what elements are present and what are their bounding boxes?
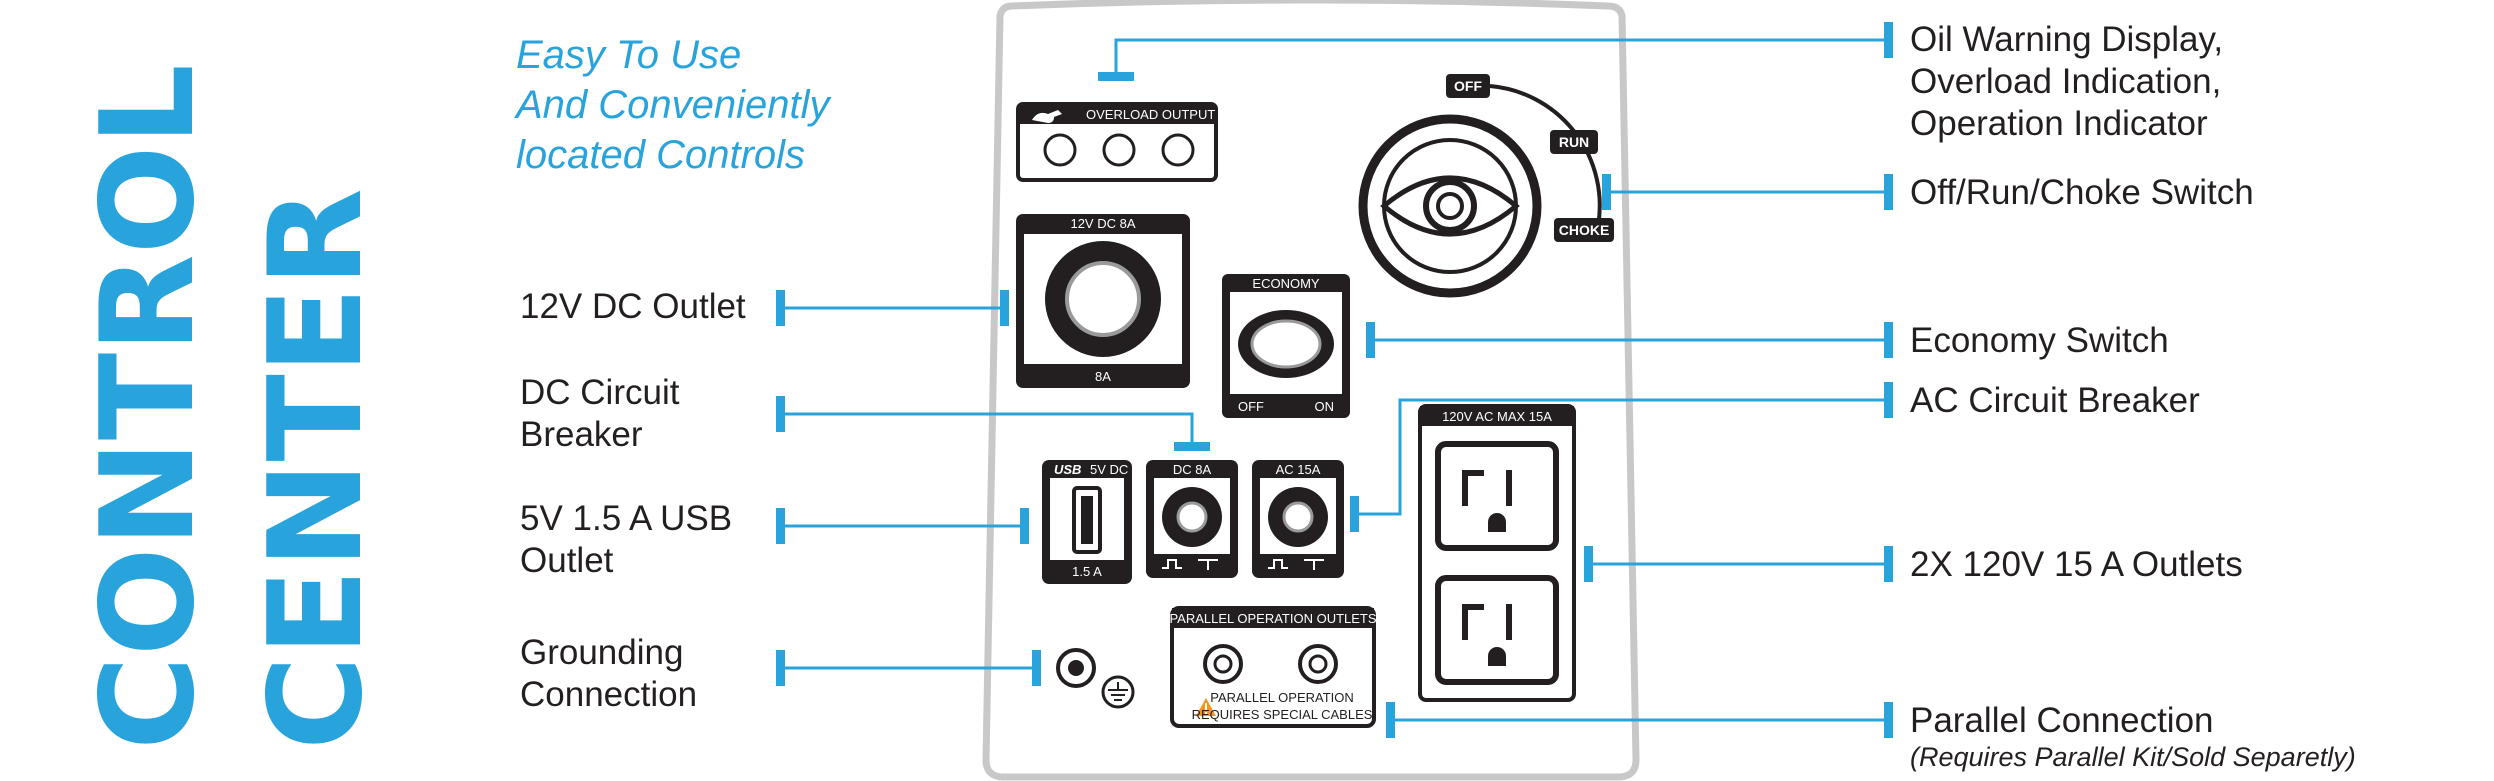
breaker-symbol-icon xyxy=(1162,559,1218,570)
tagline-line-2: And Conveniently xyxy=(514,83,833,127)
callout-grounding-connection: Grounding Connection xyxy=(520,633,1041,714)
economy-label: ECONOMY xyxy=(1252,276,1320,291)
breaker-symbol-icon xyxy=(1268,559,1324,570)
ac-outlet-lower[interactable] xyxy=(1435,575,1559,685)
parallel-warning-line-1: PARALLEL OPERATION xyxy=(1210,690,1354,705)
title-control: CONTROL xyxy=(74,64,223,750)
oil-warning-lamp xyxy=(1043,133,1077,167)
callout-text-line-2: Overload Indication, xyxy=(1910,62,2221,101)
callout-text: Off/Run/Choke Switch xyxy=(1910,173,2254,212)
callout-text: 2X 120V 15 A Outlets xyxy=(1910,545,2243,584)
economy-on-label: ON xyxy=(1315,399,1335,414)
callout-note: (Requires Parallel Kit/Sold Separetly) xyxy=(1910,742,2356,772)
overload-lamp xyxy=(1102,133,1136,167)
off-run-choke-knob[interactable]: OFF RUN CHOKE xyxy=(1358,74,1614,298)
usb-outlet[interactable]: USB 5V DC 1.5 A xyxy=(1042,460,1132,584)
parallel-outlets[interactable]: PARALLEL OPERATION OUTLETS PARALLEL OPER… xyxy=(1169,606,1377,728)
ac-outlets-label: 120V AC MAX 15A xyxy=(1442,409,1552,424)
callout-text-line-1: Grounding xyxy=(520,633,683,672)
warning-icon xyxy=(1196,698,1216,716)
knob-off-label: OFF xyxy=(1454,78,1482,94)
callout-text-line-2: Outlet xyxy=(520,541,614,580)
knob-run-label: RUN xyxy=(1559,134,1589,150)
callout-text-line-3: Operation Indicator xyxy=(1910,104,2208,143)
callout-text: Parallel Connection xyxy=(1910,701,2214,740)
dc-circuit-breaker[interactable]: DC 8A xyxy=(1146,460,1238,578)
dc-breaker-label: DC 8A xyxy=(1173,462,1212,477)
callout-ac-outlets: 2X 120V 15 A Outlets xyxy=(1584,545,2243,584)
usb-logo: USB xyxy=(1054,462,1081,477)
dc-outlet[interactable]: 12V DC 8A 8A xyxy=(1016,214,1190,388)
usb-label: 5V DC xyxy=(1090,462,1128,477)
callout-economy-switch: Economy Switch xyxy=(1366,321,2169,360)
ac-outlets[interactable]: 120V AC MAX 15A xyxy=(1418,404,1576,702)
grounding-terminal[interactable] xyxy=(1056,648,1135,709)
usb-rating: 1.5 A xyxy=(1072,564,1102,579)
ac-outlet-upper[interactable] xyxy=(1435,441,1559,551)
ac-circuit-breaker[interactable]: AC 15A xyxy=(1252,460,1344,578)
callout-usb-outlet: 5V 1.5 A USB Outlet xyxy=(520,499,1029,580)
ground-symbol-icon xyxy=(1101,675,1135,709)
knob-choke-label: CHOKE xyxy=(1559,222,1610,238)
economy-switch[interactable]: ECONOMY OFF ON xyxy=(1222,274,1350,418)
output-lamp xyxy=(1161,133,1195,167)
callout-12v-dc-outlet: 12V DC Outlet xyxy=(520,287,1009,326)
tagline-line-1: Easy To Use xyxy=(516,33,741,77)
callout-text-line-2: Breaker xyxy=(520,415,643,454)
callout-text: Economy Switch xyxy=(1910,321,2169,360)
callout-text: AC Circuit Breaker xyxy=(1910,381,2200,420)
callout-text: 12V DC Outlet xyxy=(520,287,746,326)
callout-text-line-1: DC Circuit xyxy=(520,373,680,412)
callout-text-line-1: Oil Warning Display, xyxy=(1910,20,2223,59)
callout-off-run-choke: Off/Run/Choke Switch xyxy=(1602,173,2254,212)
indicator-label: OVERLOAD OUTPUT xyxy=(1086,107,1215,122)
callout-parallel-connection: Parallel Connection (Requires Parallel K… xyxy=(1386,701,2356,772)
indicator-panel: OVERLOAD OUTPUT xyxy=(1016,102,1218,182)
ac-breaker-label: AC 15A xyxy=(1276,462,1321,477)
tagline: Easy To Use And Conveniently located Con… xyxy=(514,33,833,177)
tagline-line-3: located Controls xyxy=(516,133,805,177)
callout-text-line-1: 5V 1.5 A USB xyxy=(520,499,732,538)
economy-off-label: OFF xyxy=(1238,399,1264,414)
callout-ac-circuit-breaker: AC Circuit Breaker xyxy=(1350,381,2200,532)
dc-outlet-label-bottom: 8A xyxy=(1095,369,1111,384)
parallel-warning-line-2: REQUIRES SPECIAL CABLES xyxy=(1192,707,1373,722)
dc-outlet-label-top: 12V DC 8A xyxy=(1070,216,1135,231)
parallel-label: PARALLEL OPERATION OUTLETS xyxy=(1169,611,1376,626)
title-center: CENTER xyxy=(242,188,391,750)
callout-dc-circuit-breaker: DC Circuit Breaker xyxy=(520,373,1210,454)
callout-text-line-2: Connection xyxy=(520,675,697,714)
callout-oil-warning: Oil Warning Display, Overload Indication… xyxy=(1098,20,2223,143)
oil-can-icon xyxy=(1032,110,1062,123)
